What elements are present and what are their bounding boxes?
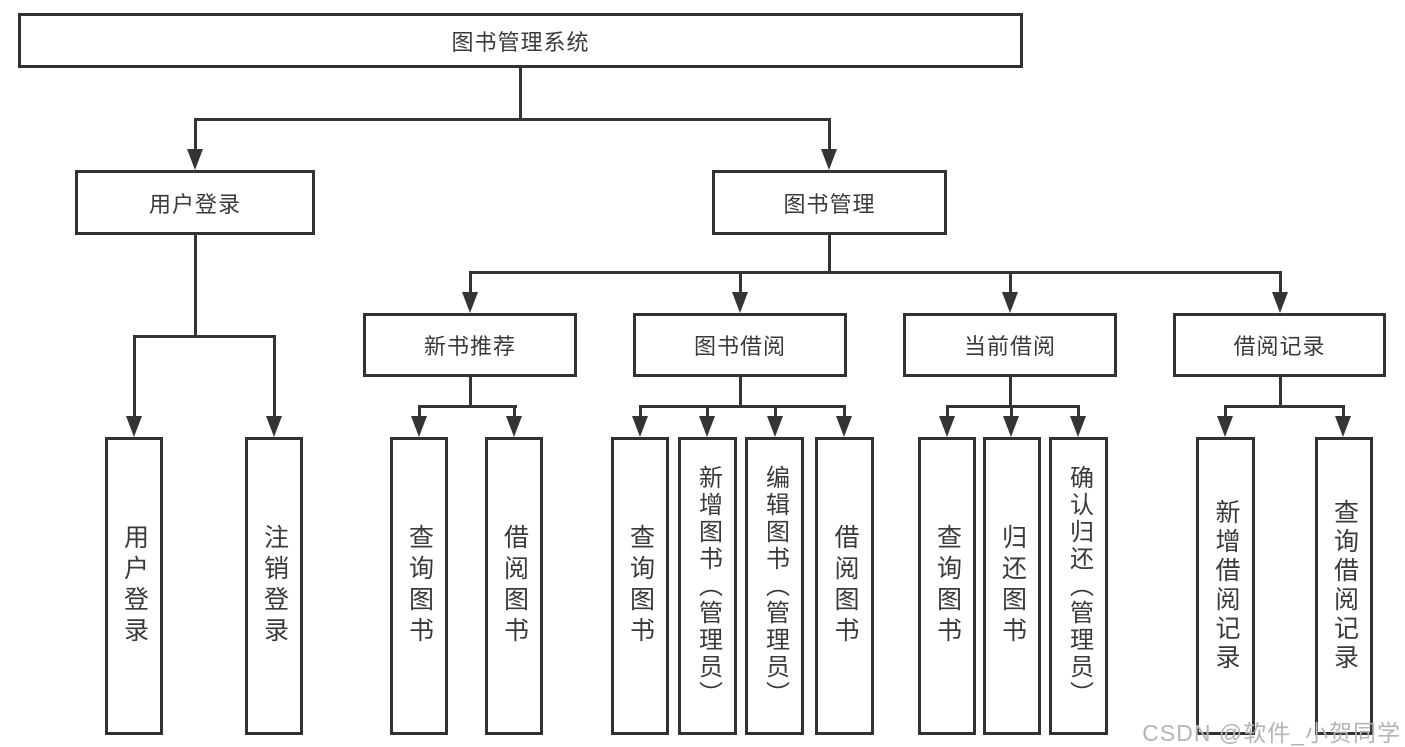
connector-arm (843, 405, 846, 418)
arrow-down-icon (1217, 416, 1233, 437)
node-label: 查询图书 (626, 524, 655, 648)
leaf-query-book-borrow: 查询图书 (611, 437, 669, 735)
node-borrow-record: 借阅记录 (1173, 313, 1386, 377)
arrow-down-icon (1335, 416, 1351, 437)
connector-userlogin-rail (133, 335, 276, 338)
leaf-query-borrow-record: 查询借阅记录 (1315, 437, 1373, 735)
arrow-down-icon (462, 292, 478, 313)
leaf-logout: 注销登录 (245, 437, 303, 735)
connector-arm-leaf-user-login (133, 335, 136, 417)
node-label: 新增图书（管理员） (694, 464, 722, 708)
node-root-system: 图书管理系统 (18, 13, 1023, 68)
leaf-query-book-current: 查询图书 (918, 437, 976, 735)
connector-newbook-rail (418, 405, 517, 408)
node-user-login: 用户登录 (75, 170, 315, 235)
arrow-down-icon (821, 149, 837, 170)
node-label: 查询借阅记录 (1330, 499, 1359, 673)
arrow-down-icon (1070, 416, 1086, 437)
node-label: 用户登录 (148, 191, 241, 217)
connector-arm-leaf-logout (273, 335, 276, 417)
node-label: 图书管理 (783, 191, 876, 217)
arrow-down-icon (187, 149, 203, 170)
connector-arm-borrow-record (1279, 271, 1282, 293)
connector-arm-book-management (828, 118, 831, 150)
connector-root-rail (194, 118, 831, 121)
connector-arm (1224, 405, 1227, 418)
node-book-management: 图书管理 (712, 170, 947, 235)
node-book-borrow: 图书借阅 (633, 313, 847, 377)
arrow-down-icon (1002, 292, 1018, 313)
connector-borrowrecord-rail (1224, 405, 1344, 408)
leaf-borrow-book-recommend: 借阅图书 (485, 437, 543, 735)
connector-root-stem (519, 68, 522, 121)
connector-arm-user-login (194, 118, 197, 150)
leaf-add-book-admin: 新增图书（管理员） (678, 437, 737, 735)
node-label: 借阅记录 (1233, 334, 1326, 359)
connector-bookmgmt-stem (828, 235, 831, 274)
connector-bookborrow-rail (639, 405, 846, 408)
leaf-return-book: 归还图书 (983, 437, 1041, 735)
connector-arm (639, 405, 642, 418)
connector-arm (706, 405, 709, 418)
arrow-down-icon (506, 416, 522, 437)
connector-arm-new-book (469, 271, 472, 293)
node-label: 查询图书 (933, 524, 962, 648)
connector-arm (1010, 405, 1013, 418)
leaf-user-login: 用户登录 (105, 437, 163, 735)
node-label: 图书借阅 (693, 334, 786, 359)
arrow-down-icon (266, 416, 282, 437)
connector-arm (774, 405, 777, 418)
node-label: 查询图书 (405, 524, 434, 648)
connector-arm-book-borrow (739, 271, 742, 293)
connector-arm (513, 405, 516, 418)
node-label: 注销登录 (260, 524, 289, 648)
leaf-borrow-book: 借阅图书 (815, 437, 874, 735)
node-label: 新书推荐 (423, 334, 516, 359)
connector-arm-current-borrow (1009, 271, 1012, 293)
node-label: 借阅图书 (831, 524, 859, 648)
arrow-down-icon (939, 416, 955, 437)
arrow-down-icon (126, 416, 142, 437)
node-label: 归还图书 (998, 524, 1027, 648)
connector-bookborrow-stem (739, 377, 742, 408)
arrow-down-icon (632, 416, 648, 437)
connector-arm (946, 405, 949, 418)
arrow-down-icon (1272, 292, 1288, 313)
node-label: 编辑图书（管理员） (761, 464, 789, 708)
csdn-watermark: CSDN @软件_小贺同学 (1142, 720, 1401, 746)
node-label: 新增借阅记录 (1212, 499, 1240, 673)
leaf-confirm-return-admin: 确认归还（管理员） (1049, 437, 1108, 735)
connector-arm (1342, 405, 1345, 418)
connector-userlogin-stem (194, 235, 197, 338)
connector-bookmgmt-rail (469, 271, 1282, 274)
connector-borrowrecord-stem (1279, 377, 1282, 408)
connector-newbook-stem (469, 377, 472, 408)
node-label: 借阅图书 (500, 524, 529, 648)
arrow-down-icon (836, 416, 852, 437)
node-label: 用户登录 (120, 524, 149, 648)
connector-currentborrow-stem (1009, 377, 1012, 408)
node-label: 确认归还（管理员） (1065, 464, 1093, 708)
arrow-down-icon (699, 416, 715, 437)
arrow-down-icon (732, 292, 748, 313)
node-label: 图书管理系统 (451, 29, 590, 55)
leaf-add-borrow-record: 新增借阅记录 (1196, 437, 1255, 735)
arrow-down-icon (411, 416, 427, 437)
node-label: 当前借阅 (963, 334, 1056, 359)
connector-arm (418, 405, 421, 418)
node-new-book-recommend: 新书推荐 (363, 313, 577, 377)
leaf-edit-book-admin: 编辑图书（管理员） (745, 437, 804, 735)
arrow-down-icon (767, 416, 783, 437)
connector-arm (1077, 405, 1080, 418)
leaf-query-book-recommend: 查询图书 (390, 437, 448, 735)
node-current-borrow: 当前借阅 (903, 313, 1117, 377)
arrow-down-icon (1003, 416, 1019, 437)
